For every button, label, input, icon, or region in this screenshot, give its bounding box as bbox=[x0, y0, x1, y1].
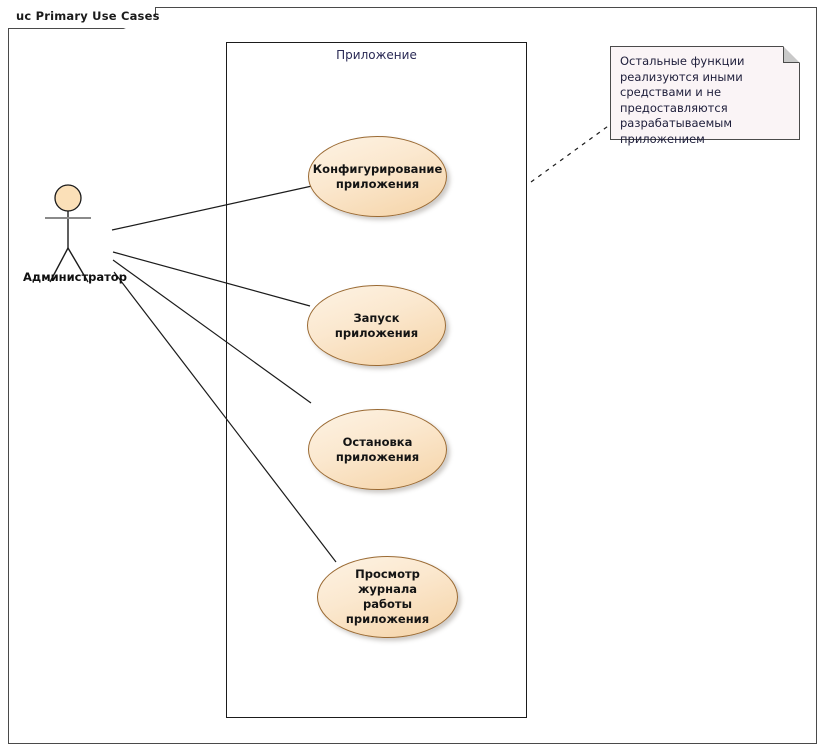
diagram-frame-label: uc Primary Use Cases bbox=[16, 9, 160, 23]
usecase-line-1: Запуск приложения bbox=[334, 310, 419, 340]
usecase-line-2: работы приложения bbox=[345, 597, 430, 626]
usecase-line-1: Конфигурирование bbox=[312, 161, 443, 176]
usecase-start-application-label: Запуск приложения bbox=[308, 311, 445, 341]
note-box[interactable] bbox=[610, 46, 800, 140]
usecase-line-1: Остановка bbox=[342, 434, 413, 449]
usecase-line-2: приложения bbox=[335, 176, 420, 191]
usecase-line-2: приложения bbox=[335, 449, 420, 464]
usecase-line-1: Просмотр журнала bbox=[355, 567, 420, 596]
system-boundary-label: Приложение bbox=[336, 48, 417, 62]
usecase-view-application-log-label: Просмотр журнала работы приложения bbox=[318, 567, 457, 627]
usecase-configure-application[interactable]: Конфигурирование приложения bbox=[308, 136, 447, 217]
usecase-configure-application-label: Конфигурирование приложения bbox=[299, 162, 456, 192]
usecase-stop-application[interactable]: Остановка приложения bbox=[308, 409, 447, 490]
actor-label-administrator: Администратор bbox=[23, 270, 127, 284]
usecase-start-application[interactable]: Запуск приложения bbox=[307, 285, 446, 366]
usecase-stop-application-label: Остановка приложения bbox=[322, 435, 433, 465]
note-text: Остальные функции реализуются иными сред… bbox=[620, 54, 745, 146]
diagram-frame bbox=[8, 7, 817, 744]
usecase-view-application-log[interactable]: Просмотр журнала работы приложения bbox=[317, 556, 458, 638]
